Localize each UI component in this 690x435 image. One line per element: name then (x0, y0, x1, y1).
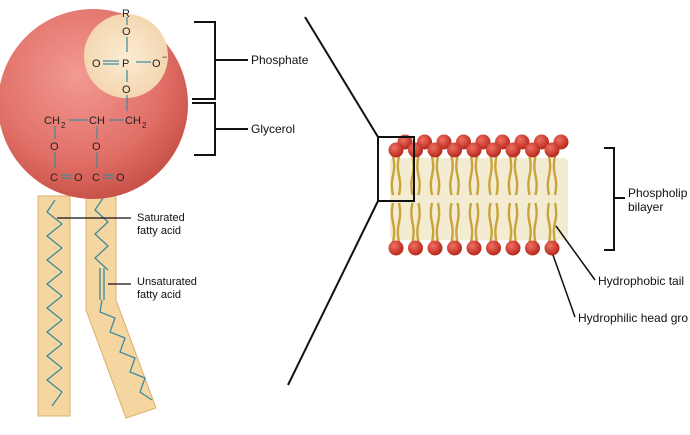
lipid-head (427, 240, 443, 256)
hydrophobic-pointer (555, 225, 596, 281)
lipid-tail (552, 155, 558, 196)
lipid-tail (429, 155, 435, 196)
chem-o-carbonyl-left: O (74, 172, 83, 184)
unsaturated-label-line1: Unsaturated (137, 276, 197, 288)
lipid-tail (474, 202, 480, 243)
lipid-head (486, 240, 501, 256)
lipid-head (466, 240, 482, 256)
zoom-line-top (304, 16, 379, 138)
lipid-head (505, 240, 521, 256)
bilayer-bracket (604, 147, 625, 251)
lipid-tail (552, 202, 558, 243)
lipid-head (525, 142, 540, 158)
chem-ch2-right-sub: 2 (142, 121, 147, 130)
lipid-head (447, 142, 462, 158)
lipid-tail (410, 202, 415, 243)
hydrophobic-label: Hydrophobic tail (598, 274, 685, 288)
lipid-head (427, 142, 443, 158)
chem-c-right: C (92, 172, 100, 184)
chem-o-right: O (152, 58, 161, 70)
chemical-labels: R O O P O − O CH 2 CH CH 2 O O C O C O (44, 8, 167, 184)
lipid-tail (396, 202, 402, 243)
lipid-head (544, 142, 560, 158)
chem-ch2-left: CH (44, 115, 60, 127)
phosphate-bracket (192, 21, 248, 100)
chem-o-ester-right: O (92, 141, 101, 153)
lipid-tail (507, 202, 513, 243)
lipid-head (408, 240, 423, 256)
chem-r: R (122, 8, 130, 20)
lipid-tail (546, 155, 552, 196)
lipid-tail (468, 202, 474, 243)
lipid-tail (474, 155, 480, 196)
lipid-tail (449, 155, 454, 196)
lipid-head (466, 142, 482, 158)
lipid-tail (416, 202, 421, 243)
lipid-tail (455, 202, 460, 243)
lipid-tail (507, 155, 513, 196)
bilayer-label-line2: bilayer (628, 200, 664, 214)
chem-o-carbonyl-right: O (116, 172, 125, 184)
lipid-tail (533, 202, 538, 243)
glycerol-label: Glycerol (251, 122, 296, 136)
lipid-tail (435, 202, 441, 243)
lipid-tail (455, 155, 460, 196)
chem-c-left: C (50, 172, 58, 184)
saturated-tail (37, 195, 71, 417)
phosphate-label: Phosphate (251, 53, 309, 67)
chemical-structure (54, 17, 151, 179)
lipid-head (388, 142, 404, 158)
unsaturated-label-line2: fatty acid (137, 289, 182, 301)
lipid-tail (396, 155, 402, 196)
glycerol-bracket (192, 102, 248, 156)
lipid-tail (527, 202, 532, 243)
zoom-line-bottom (287, 200, 379, 386)
phosphate-region (84, 14, 168, 98)
lipid-tail (488, 202, 493, 243)
lipid-head (486, 142, 501, 158)
lipid-tail (449, 202, 454, 243)
lipid-head (505, 142, 521, 158)
chem-ch: CH (89, 115, 105, 127)
bilayer-label-line1: Phospholip (628, 186, 688, 200)
lipid-tail (416, 155, 421, 196)
lipid-head (388, 240, 404, 256)
lipid-tail (546, 202, 552, 243)
hydrophilic-label: Hydrophilic head gro (578, 311, 689, 325)
chem-ch2-right: CH (125, 115, 141, 127)
lipid-tail (435, 155, 441, 196)
lipid-head (544, 240, 560, 256)
chem-ch2-left-sub: 2 (61, 121, 66, 130)
lipid-head (447, 240, 462, 256)
lipid-tail (513, 155, 519, 196)
lipid-head (408, 142, 423, 158)
saturated-label-line2: fatty acid (137, 225, 182, 237)
lipid-tail (527, 155, 532, 196)
phospholipid-bilayer (388, 134, 569, 256)
chem-o-top: O (122, 26, 131, 38)
chem-o-ester-left: O (50, 141, 59, 153)
chem-p: P (122, 58, 129, 70)
lipid-tail (533, 155, 538, 196)
lipid-tail (390, 202, 396, 243)
chem-o-bottom: O (122, 84, 131, 96)
bilayer-core (390, 158, 568, 240)
lipid-tail (468, 155, 474, 196)
lipid-tail (390, 155, 396, 196)
chem-o-left: O (92, 58, 101, 70)
lipid-tail (513, 202, 519, 243)
lipid-tail (494, 202, 499, 243)
lipid-tail (429, 202, 435, 243)
lipid-head (525, 240, 540, 256)
lipid-tail (488, 155, 493, 196)
lipid-tail (494, 155, 499, 196)
saturated-label-line1: Saturated (137, 212, 185, 224)
chem-o-charge: − (162, 52, 167, 62)
hydrophilic-pointer (552, 254, 576, 318)
zoom-box (377, 136, 415, 202)
